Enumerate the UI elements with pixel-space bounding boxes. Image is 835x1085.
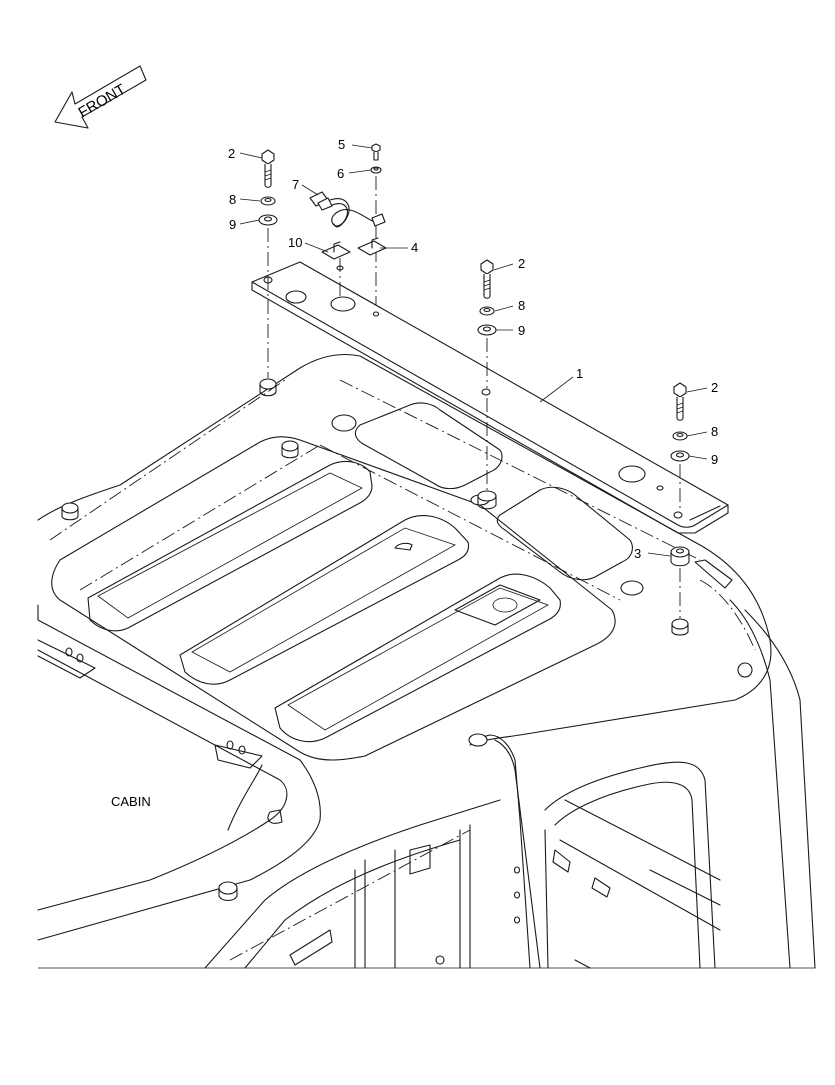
washer-9-middle bbox=[477, 324, 497, 336]
callout-9-middle: 9 bbox=[518, 323, 525, 338]
small-bolt-5 bbox=[371, 143, 381, 161]
front-label: FRONT bbox=[76, 81, 129, 122]
callout-6: 6 bbox=[337, 166, 344, 181]
cabin-roof bbox=[37, 353, 816, 969]
front-direction-arrow: FRONT bbox=[54, 65, 147, 129]
callout-2-left: 2 bbox=[228, 146, 235, 161]
callout-7: 7 bbox=[292, 177, 299, 192]
callout-9-left: 9 bbox=[229, 217, 236, 232]
mounting-bracket-plate bbox=[251, 261, 729, 534]
bolt-left bbox=[261, 149, 275, 188]
callout-8-left: 8 bbox=[229, 192, 236, 207]
callout-2-right: 2 bbox=[711, 380, 718, 395]
callout-10: 10 bbox=[288, 235, 302, 250]
callout-1: 1 bbox=[576, 366, 583, 381]
clip-10 bbox=[321, 241, 351, 260]
nut-6 bbox=[370, 166, 382, 174]
spacer-3 bbox=[670, 546, 690, 567]
harness-connector-7 bbox=[309, 191, 386, 228]
callout-4: 4 bbox=[411, 240, 418, 255]
callout-8-middle: 8 bbox=[518, 298, 525, 313]
bolt-right bbox=[673, 382, 687, 421]
washer-8-left bbox=[260, 196, 276, 206]
roof-boss-right bbox=[671, 618, 689, 636]
callout-2-middle: 2 bbox=[518, 256, 525, 271]
washer-8-middle bbox=[479, 306, 495, 316]
clip-4 bbox=[357, 237, 387, 256]
callout-8-right: 8 bbox=[711, 424, 718, 439]
washer-9-left bbox=[258, 214, 278, 226]
callout-5: 5 bbox=[338, 137, 345, 152]
bolt-middle bbox=[480, 259, 494, 299]
roof-boss-left bbox=[259, 378, 277, 397]
cabin-label: CABIN bbox=[111, 794, 151, 809]
callout-3: 3 bbox=[634, 546, 641, 561]
roof-boss-middle bbox=[477, 490, 497, 510]
washer-8-right bbox=[672, 431, 688, 441]
callout-9-right: 9 bbox=[711, 452, 718, 467]
washer-9-right bbox=[670, 450, 690, 462]
